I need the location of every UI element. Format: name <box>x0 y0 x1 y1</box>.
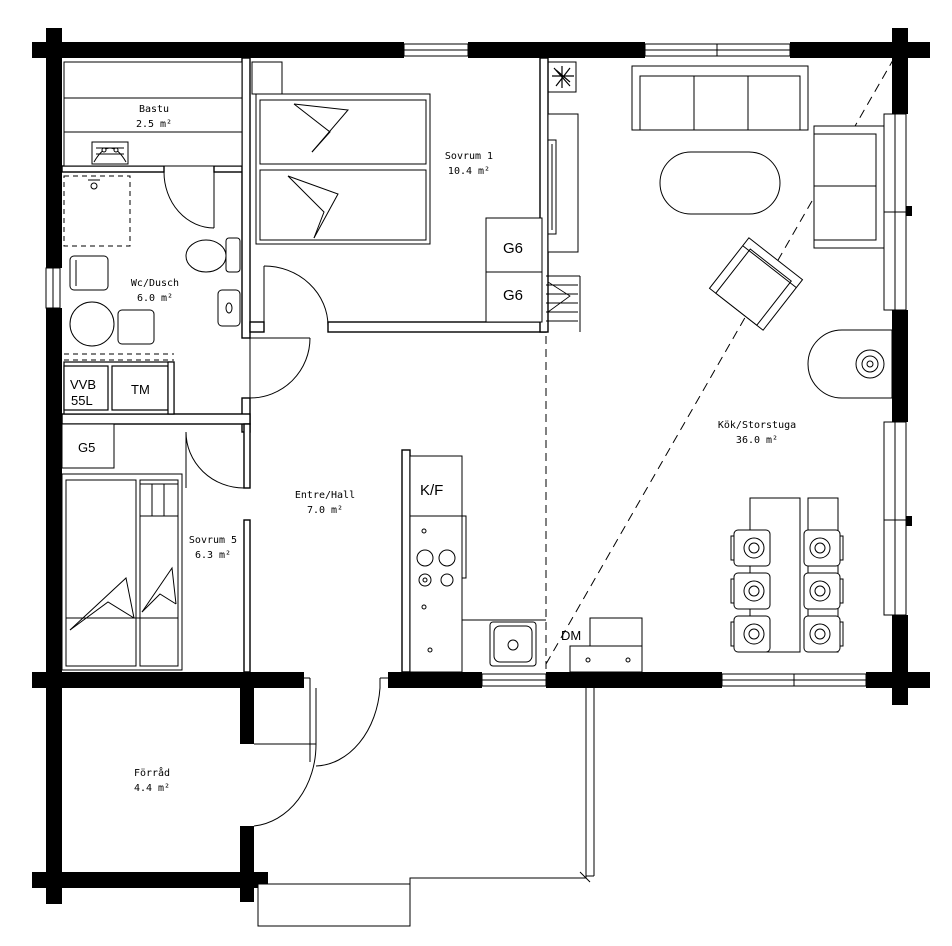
sovrum5-area-label: 6.3 m² <box>195 550 231 561</box>
wc-area-label: 6.0 m² <box>137 293 173 304</box>
sovrum5-furniture <box>61 431 245 671</box>
sovrum1-name-label: Sovrum 1 <box>445 151 493 162</box>
sovrum5-name-label: Sovrum 5 <box>189 535 237 546</box>
vvb-volume-label: 55L <box>71 393 93 408</box>
wc-fixtures <box>63 175 311 399</box>
interior-walls <box>61 57 549 673</box>
stair-lines <box>545 59 894 672</box>
forrad-area-label: 4.4 m² <box>134 783 170 794</box>
bastu-area-label: 2.5 m² <box>136 119 172 130</box>
g6-top-label: G6 <box>503 240 523 257</box>
entre-name-label: Entre/Hall <box>295 490 355 501</box>
windows <box>45 43 907 687</box>
vvb-tm-units <box>63 361 175 415</box>
entre-area-label: 7.0 m² <box>307 505 343 516</box>
g5-unit <box>61 423 115 469</box>
entrance-doors <box>253 677 595 927</box>
dining-chairs <box>730 529 844 653</box>
kitchen-fixtures <box>409 455 643 673</box>
bastu-furniture <box>63 61 243 229</box>
kok-area-label: 36.0 m² <box>736 435 778 446</box>
exterior-walls <box>32 28 930 904</box>
kok-name-label: Kök/Storstuga <box>718 420 796 431</box>
g6-bottom-label: G6 <box>503 287 523 304</box>
sovrum1-furniture <box>251 61 579 327</box>
tm-label: TM <box>131 382 150 397</box>
sovrum1-area-label: 10.4 m² <box>448 166 490 177</box>
dm-label: DM <box>561 628 581 643</box>
bastu-name-label: Bastu <box>139 104 169 115</box>
wc-name-label: Wc/Dusch <box>131 278 179 289</box>
forrad-name-label: Förråd <box>134 766 170 779</box>
vvb-label: VVB <box>70 377 96 392</box>
room-labels: Bastu 2.5 m² Wc/Dusch 6.0 m² Sovrum 1 10… <box>131 104 796 794</box>
g5-label: G5 <box>78 440 95 455</box>
kf-label: K/F <box>420 482 443 499</box>
